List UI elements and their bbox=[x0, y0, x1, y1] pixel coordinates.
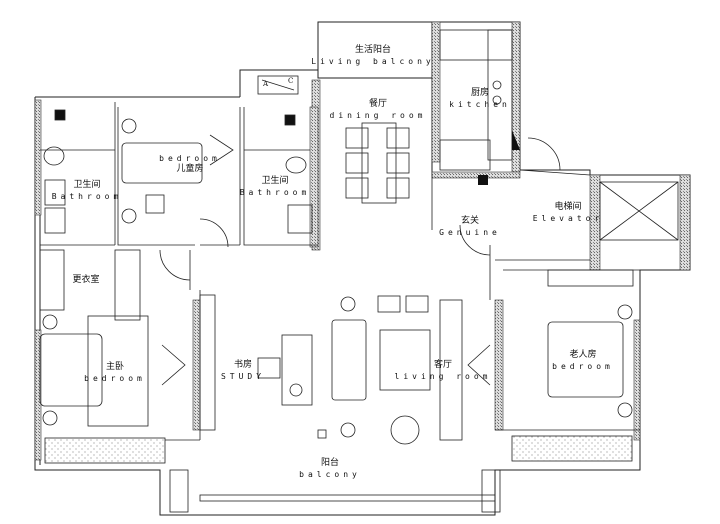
room-name-en: Bathroom bbox=[239, 188, 311, 197]
room-name-en: bedroom bbox=[84, 374, 146, 383]
room-elevator: 电梯间 Elevator bbox=[533, 202, 604, 224]
room-name-en: bedroom bbox=[159, 154, 221, 163]
room-study: 书房 STUDY bbox=[221, 360, 265, 382]
room-living-balcony: 生活阳台 Living balcony bbox=[311, 45, 434, 67]
room-name-en: Bathroom bbox=[51, 192, 123, 201]
room-name-zh: 生活阳台 bbox=[354, 45, 391, 55]
room-elder: 老人房 bedroom bbox=[552, 350, 614, 372]
room-foyer: 玄关 Genuine bbox=[439, 216, 501, 238]
room-name-zh: 儿童房 bbox=[176, 164, 204, 174]
room-name-en: balcony bbox=[299, 470, 361, 479]
room-master-bedroom: 主卧 bedroom bbox=[84, 362, 146, 384]
room-name-zh: 餐厅 bbox=[368, 99, 388, 109]
dining-chairs bbox=[345, 127, 410, 199]
room-name-zh: 玄关 bbox=[460, 216, 479, 226]
room-name-zh: 老人房 bbox=[569, 350, 597, 360]
room-name-zh: 客厅 bbox=[433, 360, 453, 370]
room-name-en: Elevator bbox=[532, 214, 604, 223]
room-name-zh: 阳台 bbox=[320, 458, 339, 468]
room-name-zh: 卫生间 bbox=[73, 180, 101, 190]
room-name-zh: 主卧 bbox=[105, 362, 124, 372]
room-name-en: STUDY bbox=[220, 372, 266, 381]
room-kitchen: 厨房 kitchen bbox=[449, 88, 511, 110]
room-balcony: 阳台 balcony bbox=[299, 458, 361, 480]
room-bathroom-left: 卫生间 Bathroom bbox=[52, 180, 123, 202]
room-name-en: bedroom bbox=[552, 362, 614, 371]
room-name-en: kitchen bbox=[449, 100, 511, 109]
ac-label-c: C bbox=[288, 77, 294, 85]
room-name-en: Living balcony bbox=[311, 57, 435, 66]
room-name-zh: 更衣室 bbox=[72, 275, 100, 285]
room-name-zh: 卫生间 bbox=[261, 176, 289, 186]
room-bathroom-mid: 卫生间 Bathroom bbox=[240, 176, 311, 198]
room-name-en: dining room bbox=[329, 111, 427, 120]
room-name-en: Genuine bbox=[439, 228, 501, 237]
room-name-en: living room bbox=[394, 372, 492, 381]
ac-label-a: A bbox=[263, 80, 269, 88]
room-name-zh: 书房 bbox=[233, 360, 252, 370]
room-name-zh: 电梯间 bbox=[554, 202, 582, 212]
walls bbox=[34, 21, 691, 461]
room-living: 客厅 living room bbox=[395, 360, 492, 382]
room-name-zh: 厨房 bbox=[470, 88, 489, 98]
room-dining: 餐厅 dining room bbox=[330, 99, 427, 121]
room-closet: 更衣室 bbox=[72, 275, 99, 286]
